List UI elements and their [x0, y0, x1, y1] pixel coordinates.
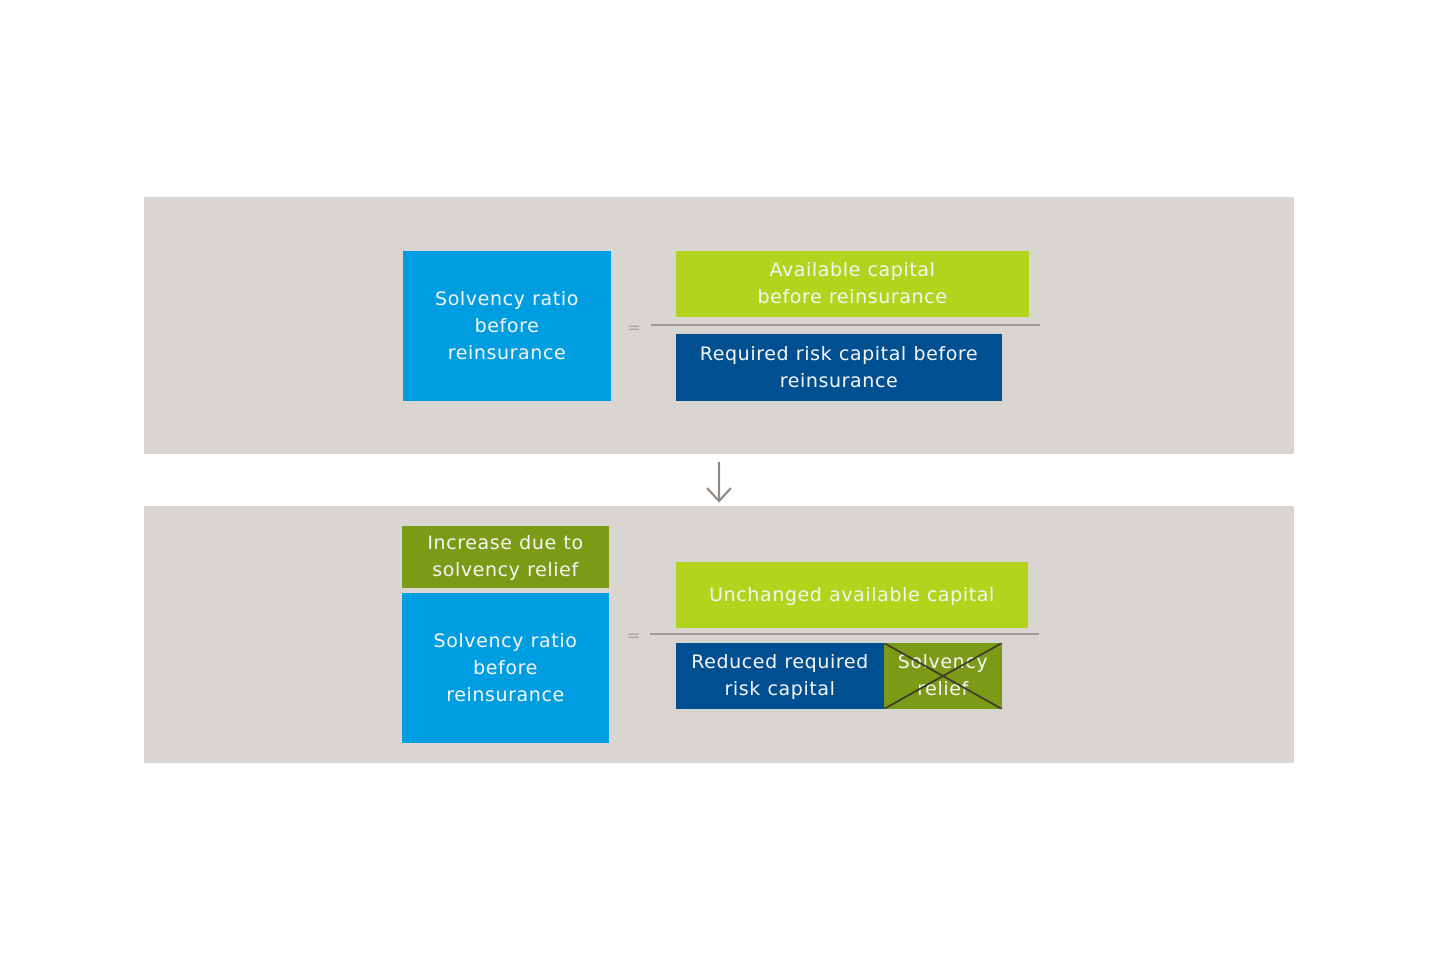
arrow-down-icon [706, 462, 732, 503]
solvency-ratio-before-box-bottom: Solvency ratio before reinsurance [402, 593, 609, 743]
solvency-ratio-before-box: Solvency ratio before reinsurance [403, 251, 611, 401]
available-capital-box: Available capital before reinsurance [676, 251, 1029, 317]
equals-sign-bottom: = [627, 626, 641, 645]
increase-due-to-relief-box: Increase due to solvency relief [402, 526, 609, 588]
fraction-line-top [651, 324, 1040, 326]
solvency-relief-label: Solvency relief [897, 651, 989, 700]
fraction-line-bottom [650, 633, 1039, 635]
equals-sign-top: = [627, 318, 641, 337]
solvency-relief-box: Solvency relief [884, 643, 1002, 709]
reduced-required-risk-capital-box: Reduced required risk capital [676, 643, 884, 709]
required-risk-capital-box: Required risk capital before reinsurance [676, 334, 1002, 401]
unchanged-available-capital-box: Unchanged available capital [676, 562, 1028, 628]
